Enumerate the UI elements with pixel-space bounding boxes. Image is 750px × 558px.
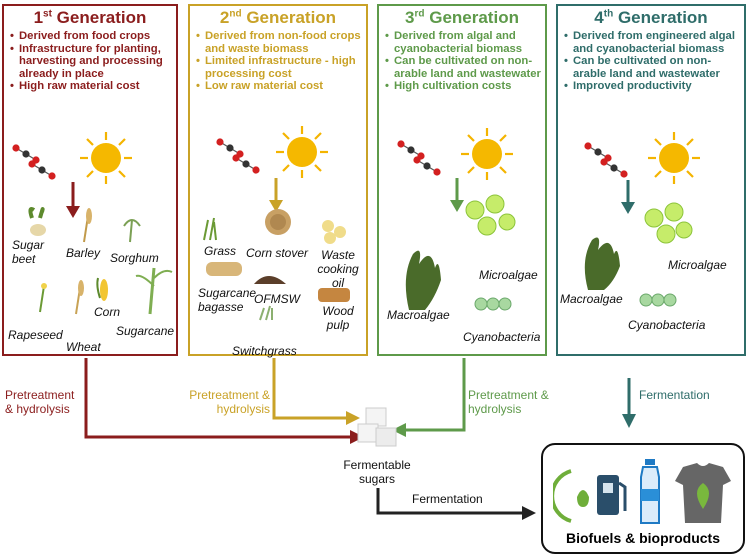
crop-label: Rapeseed <box>8 328 63 342</box>
bullet: Can be cultivated on non-arable land and… <box>564 55 740 80</box>
crop-label: Sugar beet <box>12 238 45 266</box>
bottle-icon <box>640 459 660 524</box>
panel-title: 2nd Generation <box>219 8 337 27</box>
fuel-pump-icon <box>553 469 627 523</box>
crop-label: Sugarcane bagasse <box>198 286 257 314</box>
crop-label: Grass <box>204 244 237 258</box>
co2-molecule-icon <box>216 138 260 174</box>
organism-label: Microalgae <box>479 268 538 282</box>
products-illustration <box>553 459 731 524</box>
output-label: Biofuels & bioproducts <box>566 530 720 546</box>
wood-pulp-icon <box>318 288 350 302</box>
sun-icon <box>80 132 132 184</box>
flow-label: Fermentation <box>412 492 483 506</box>
bullet: Derived from engineered algal and cyanob… <box>564 30 740 55</box>
bullet-list: Derived from engineered algal and cyanob… <box>564 30 740 93</box>
crop-label: OFMSW <box>254 292 300 306</box>
panel-title: 4th Generation <box>594 8 708 27</box>
cyanobacteria-icon <box>474 297 512 311</box>
organism-label: Macroalgae <box>560 292 623 306</box>
panel-fourth-generation: 4th Generation Derived from engineered a… <box>556 4 746 356</box>
waste-oil-icon <box>322 220 346 244</box>
flow-label: Pretreatment & hydrolysis <box>468 388 549 416</box>
sugar-cubes-icon <box>357 407 397 447</box>
microalgae-icon <box>644 202 693 244</box>
bullet: Improved productivity <box>564 80 740 93</box>
bullet-list: Derived from algal and cyanobacterial bi… <box>385 30 541 93</box>
switchgrass-icon <box>259 305 273 321</box>
crop-label: Wood pulp <box>322 304 354 332</box>
down-arrow-icon <box>203 178 350 321</box>
bullet-list: Derived from non-food crops and waste bi… <box>196 30 362 93</box>
co2-molecule-icon <box>584 142 628 178</box>
barley-icon <box>83 208 92 243</box>
wheat-icon <box>75 280 84 315</box>
panel-title: 1st Generation <box>33 8 147 27</box>
crop-label: Corn stover <box>246 246 309 260</box>
sorghum-icon <box>123 219 141 243</box>
fermentable-sugars-label: Fermentable sugars <box>343 458 411 486</box>
sun-icon <box>461 128 513 180</box>
crop-label: Waste cooking oil <box>317 248 359 290</box>
down-arrow-icon <box>584 180 693 307</box>
crop-label: Wheat <box>66 340 101 354</box>
panel-title: 3rd Generation <box>405 8 519 27</box>
crop-label: Sorghum <box>110 251 159 265</box>
co2-molecule-icon <box>397 140 441 176</box>
down-arrow-icon <box>28 182 173 315</box>
organism-label: Macroalgae <box>387 308 450 322</box>
flow-label: Pretreatment & hydrolysis <box>5 388 75 416</box>
bullet: Derived from algal and cyanobacterial bi… <box>385 30 541 55</box>
panel-third-generation: 3rd Generation Derived from algal and cy… <box>377 4 547 356</box>
flow-label: Fermentation <box>639 388 710 402</box>
ofmsw-icon <box>254 276 286 284</box>
bullet: High raw material cost <box>10 80 172 93</box>
crop-label: Barley <box>66 246 101 260</box>
sun-icon <box>648 132 700 184</box>
panel-first-generation: 1st Generation Derived from food crops I… <box>2 4 178 356</box>
rapeseed-icon <box>39 283 47 313</box>
down-arrow-icon <box>405 178 516 311</box>
crop-label: Corn <box>94 305 121 319</box>
bullet: Can be cultivated on non-arable land and… <box>385 55 541 80</box>
grass-icon <box>203 217 217 241</box>
bullet: Low raw material cost <box>196 80 362 93</box>
cyanobacteria-icon <box>639 293 677 307</box>
biofuels-box: Biofuels & bioproducts <box>541 443 745 554</box>
bullet-list: Derived from food crops Infrastructure f… <box>10 30 172 93</box>
tshirt-icon <box>675 463 731 523</box>
sugarcane-icon <box>135 267 173 315</box>
bullet: Infrastructure for planting, harvesting … <box>10 43 172 81</box>
organism-label: Cyanobacteria <box>463 330 541 344</box>
sugar-beet-icon <box>28 207 46 236</box>
macroalgae-icon <box>405 250 441 310</box>
bullet: High cultivation costs <box>385 80 541 93</box>
co2-molecule-icon <box>12 144 56 180</box>
bullet: Derived from non-food crops and waste bi… <box>196 30 362 55</box>
crop-label: Switchgrass <box>232 344 297 358</box>
microalgae-icon <box>465 194 516 236</box>
flow-label: Pretreatment & hydrolysis <box>189 388 270 416</box>
macroalgae-icon <box>584 237 620 290</box>
organism-label: Cyanobacteria <box>628 318 706 332</box>
bullet: Derived from food crops <box>10 30 172 43</box>
organism-label: Microalgae <box>668 258 727 272</box>
bagasse-icon <box>206 262 242 276</box>
corn-icon <box>96 277 108 301</box>
bullet: Limited infrastructure - high processing… <box>196 55 362 80</box>
crop-label: Sugarcane <box>116 324 175 338</box>
sun-icon <box>276 126 328 178</box>
corn-stover-icon <box>265 209 291 235</box>
panel-second-generation: 2nd Generation Derived from non-food cro… <box>188 4 368 358</box>
